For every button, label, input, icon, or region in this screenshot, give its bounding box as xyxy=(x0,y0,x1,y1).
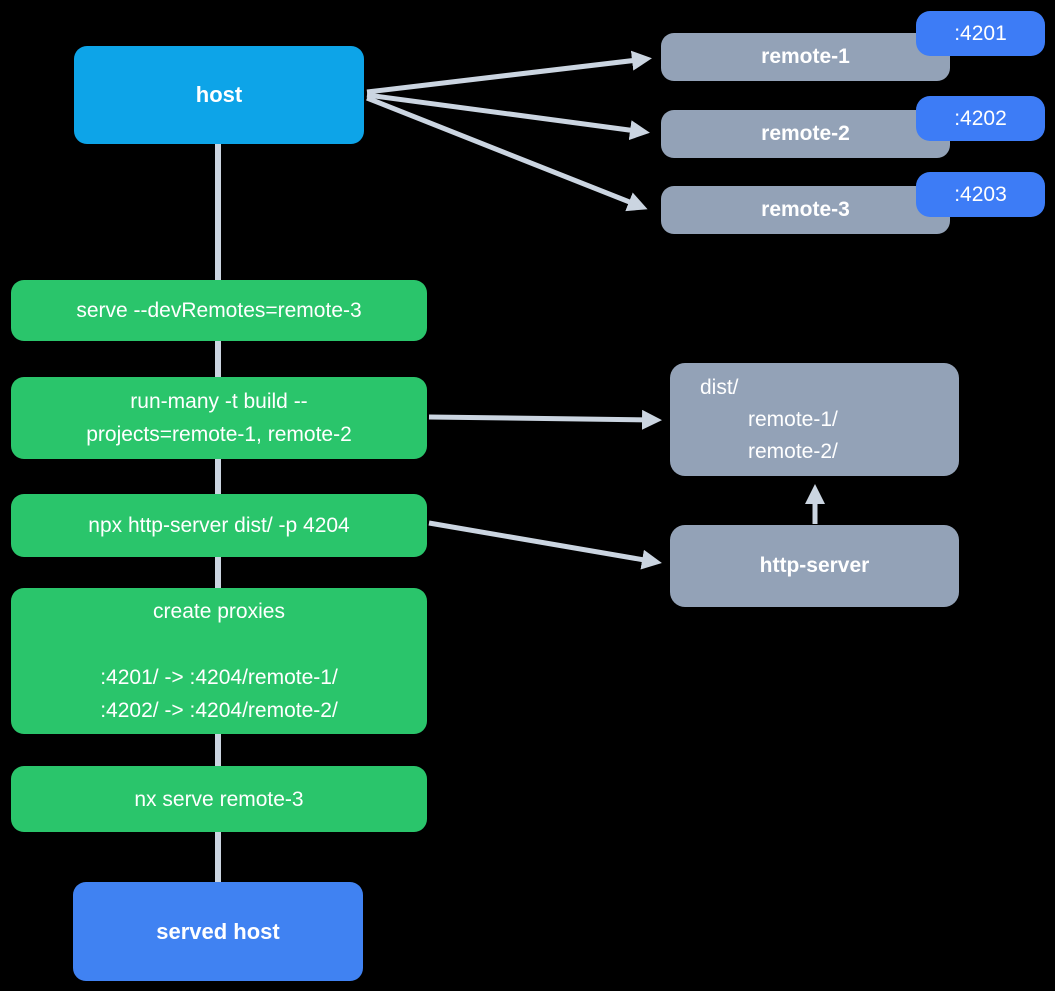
dist-remote-1-label: remote-1/ xyxy=(748,407,838,431)
port-badge-4202: :4202 xyxy=(916,96,1045,141)
step-npx-http-server: npx http-server dist/ -p 4204 xyxy=(11,494,427,557)
dist-folder-node: dist/ remote-1/ remote-2/ xyxy=(670,363,959,476)
remote-3-node: remote-3 xyxy=(661,186,950,234)
http-server-node: http-server xyxy=(670,525,959,607)
dist-remote-2-label: remote-2/ xyxy=(748,439,838,463)
edge-host-remote-1 xyxy=(366,50,652,95)
port-badge-4203: :4203 xyxy=(916,172,1045,217)
step-serve-devremotes: serve --devRemotes=remote-3 xyxy=(11,280,427,341)
step-create-proxies: create proxies :4201/ -> :4204/remote-1/… xyxy=(11,588,427,734)
host-node: host xyxy=(74,46,364,144)
edge-host-remote-2 xyxy=(366,92,650,141)
step-nx-serve-remote-3: nx serve remote-3 xyxy=(11,766,427,832)
remote-1-node: remote-1 xyxy=(661,33,950,81)
port-badge-4201: :4201 xyxy=(916,11,1045,56)
remote-2-node: remote-2 xyxy=(661,110,950,158)
edge-host-remote-3 xyxy=(366,95,648,212)
step-run-many-build: run-many -t build -- projects=remote-1, … xyxy=(11,377,427,459)
edge-run-many-dist xyxy=(428,409,662,430)
edge-npx-http-server xyxy=(428,520,662,570)
served-host-node: served host xyxy=(73,882,363,981)
dist-root-label: dist/ xyxy=(700,375,739,399)
